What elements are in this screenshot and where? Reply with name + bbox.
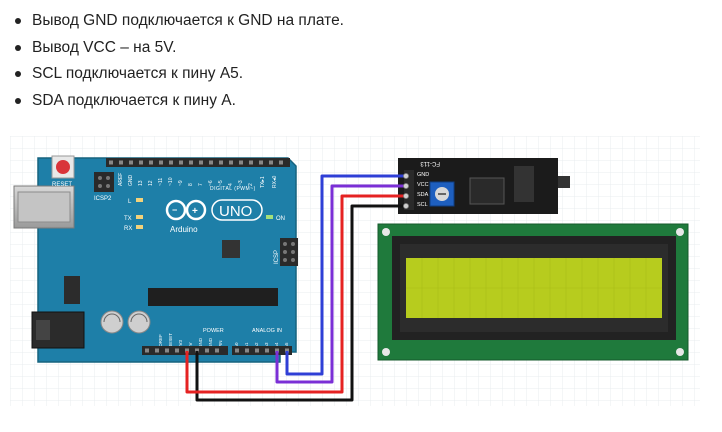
digital-pin-label: 4 xyxy=(228,183,234,186)
list-item: SCL подключается к пину A5. xyxy=(12,61,344,88)
digital-pin-label: 7 xyxy=(198,183,204,186)
usb-chip xyxy=(64,276,80,304)
analog-pin-label: A1 xyxy=(244,342,249,348)
power-label: POWER xyxy=(203,328,224,334)
power-pin-label: 3V3 xyxy=(178,339,183,348)
icsp2-label: ICSP2 xyxy=(94,196,112,202)
digital-pin-label: TX▸1 xyxy=(260,176,266,188)
list-item: Вывод GND подключается к GND на плате. xyxy=(12,8,344,35)
analog-pin-label: A4 xyxy=(274,342,279,348)
arduino-logo: − + Arduino UNO xyxy=(165,199,263,234)
digital-pin-label: ~11 xyxy=(158,178,164,186)
wire-vcc xyxy=(185,194,406,394)
i2c-pin-header xyxy=(404,170,414,210)
led-l xyxy=(136,198,143,202)
svg-text:+: + xyxy=(192,206,198,217)
digital-pin-label: ~10 xyxy=(168,177,174,186)
i2c-pin-label: VCC xyxy=(417,182,429,188)
power-pin-label: VIN xyxy=(218,340,223,348)
power-pin-label: GND xyxy=(198,337,203,348)
wire-sda xyxy=(275,184,406,384)
reset-label: RESET xyxy=(52,182,72,188)
gnd-label: GND xyxy=(128,175,134,187)
digital-pin-label: 13 xyxy=(138,180,144,186)
i2c-chip xyxy=(469,177,505,205)
power-pin-label: GND xyxy=(208,337,213,348)
wire-scl xyxy=(285,174,406,376)
jumper xyxy=(514,166,534,202)
led-rx-label: RX xyxy=(124,226,132,232)
chip-label: FC-113 xyxy=(420,160,440,166)
bullet-dot xyxy=(15,44,21,51)
icsp-header: ICSP xyxy=(274,238,298,266)
wire-gnd xyxy=(195,204,406,402)
led-tx xyxy=(136,215,143,219)
list-item-text: Вывод VCC – на 5V. xyxy=(32,38,177,56)
i2c-pin-label: SDA xyxy=(417,192,429,198)
uno-label: UNO xyxy=(219,203,252,220)
list-item: SDA подключается к пину A. xyxy=(12,88,344,115)
capacitor-icon xyxy=(100,310,151,334)
analog-pin-label: A3 xyxy=(264,342,269,348)
wiring-diagram: RESET ICSP2 AREF GND 13 12 ~11 ~10 ~9 8 … xyxy=(10,136,700,406)
power-header xyxy=(142,346,228,355)
digital-label: DIGITAL (PWM~) xyxy=(210,186,256,192)
digital-pin-label: RX◂0 xyxy=(272,176,278,188)
led-tx-label: TX xyxy=(124,216,132,222)
led-on xyxy=(266,215,273,219)
analog-pin-label: A2 xyxy=(254,342,259,348)
list-item-text: Вывод GND подключается к GND на плате. xyxy=(32,12,344,29)
wire-connectors xyxy=(403,173,409,209)
power-pin-label: RESET xyxy=(168,333,173,348)
icsp-label: ICSP xyxy=(274,250,280,264)
svg-text:−: − xyxy=(172,205,177,215)
led-l-label: L xyxy=(128,199,132,205)
aref-label: AREF xyxy=(118,173,124,186)
digital-header xyxy=(106,158,290,167)
led-rx xyxy=(136,225,143,229)
instruction-list: Вывод GND подключается к GND на плате. В… xyxy=(12,8,344,114)
digital-pin-label: ~5 xyxy=(218,180,224,186)
list-item-text: SDA подключается к пину A. xyxy=(32,91,236,109)
i2c-pin-label: SCL xyxy=(417,202,428,208)
digital-pin-label: ~9 xyxy=(178,180,184,186)
on-label: ON xyxy=(276,216,285,222)
analog-label: ANALOG IN xyxy=(252,328,282,334)
icsp2-header: ICSP2 xyxy=(94,172,114,202)
analog-header xyxy=(232,346,292,355)
list-item: Вывод VCC – на 5V. xyxy=(12,35,344,62)
power-pin-label: IOREF xyxy=(158,334,163,348)
power-pin-label: 5V xyxy=(188,342,193,348)
arduino-uno-board: RESET ICSP2 AREF GND 13 12 ~11 ~10 ~9 8 … xyxy=(13,155,298,363)
small-chip xyxy=(222,240,240,258)
bullet-dot xyxy=(15,97,21,104)
list-item-text: SCL подключается к пину A5. xyxy=(32,65,244,82)
lcd-character-grid xyxy=(406,258,662,318)
digital-pin-label: 12 xyxy=(148,180,154,186)
digital-pin-label: ~3 xyxy=(238,180,244,186)
arduino-brand-label: Arduino xyxy=(170,225,198,234)
bullet-dot xyxy=(15,18,21,24)
i2c-adapter-module: FC-113 GND VCC SDA SCL xyxy=(398,158,570,214)
digital-pin-label: ~6 xyxy=(208,180,214,186)
digital-pin-label: 8 xyxy=(188,183,194,186)
analog-pin-label: A5 xyxy=(284,342,289,348)
microcontroller-chip xyxy=(148,288,278,306)
lcd-1602-display xyxy=(377,223,689,361)
bullet-dot xyxy=(15,71,21,77)
analog-pin-label: A0 xyxy=(234,342,239,348)
digital-pin-label: 2 xyxy=(248,183,254,186)
i2c-pin-label: GND xyxy=(417,172,429,178)
